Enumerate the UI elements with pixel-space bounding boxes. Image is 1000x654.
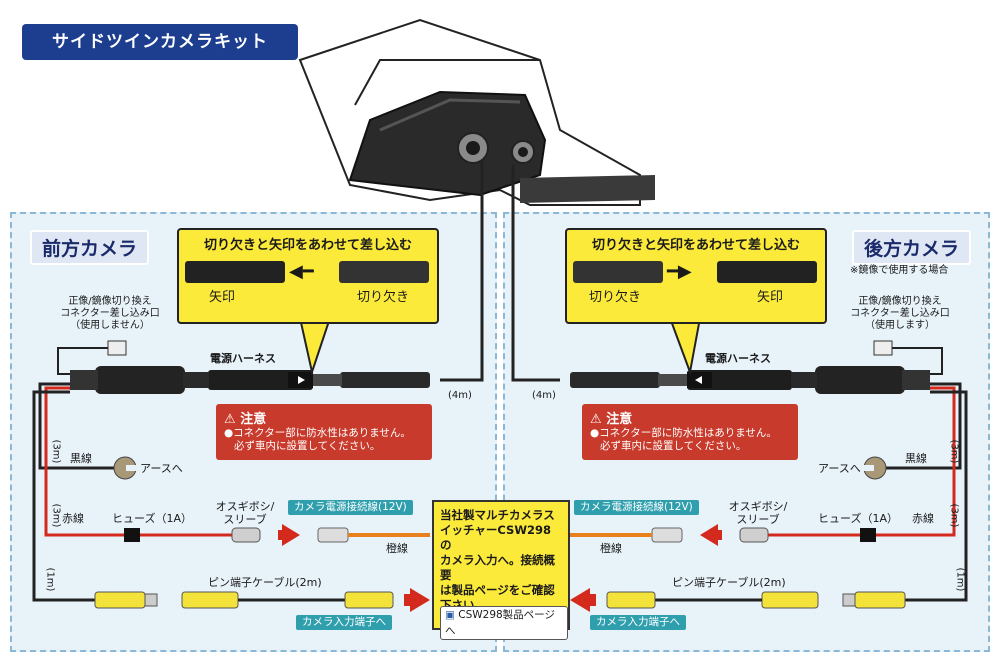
front-length-4m: (4m) [448, 390, 472, 401]
front-notch-label: 切り欠き [357, 290, 410, 305]
rear-len-3m-a: (3m) [948, 439, 960, 464]
csw298-info-text: 当社製マルチカメラス イッチャーCSW298の カメラ入力へ。接続概要 は製品ペ… [440, 508, 555, 612]
caution-title: 注意 [240, 412, 267, 427]
rear-power-label: カメラ電源接続線(12V) [574, 500, 699, 515]
warning-icon: ⚠ [224, 412, 236, 427]
rear-arrow-label: 矢印 [757, 290, 784, 305]
front-cable [440, 160, 484, 382]
front-power-label: カメラ電源接続線(12V) [288, 500, 413, 515]
front-splice-label: オスギボシ/ スリーブ [215, 500, 275, 526]
rear-instruction: 切り欠きと矢印をあわせて差し込む [591, 238, 800, 253]
front-len-3m-b: (3m) [50, 503, 62, 528]
rear-harness-label: 電源ハーネス [705, 352, 771, 365]
front-arrow-icon: ◀━ [289, 261, 314, 282]
rear-camera-heading: 後方カメラ [852, 230, 972, 265]
rear-notch-label: 切り欠き [589, 290, 642, 305]
front-caution-box: ⚠ 注意 ●コネクター部に防水性はありません。 必ず車内に設置してください。 [216, 404, 432, 460]
rear-connector-graphic [717, 261, 817, 283]
caution-line2: 必ず車内に設置してください。 [600, 440, 747, 452]
rear-fuse-label: ヒューズ（1A） [818, 512, 898, 525]
rear-cable [511, 165, 560, 382]
front-instruction: 切り欠きと矢印をあわせて差し込む [203, 238, 412, 253]
rear-black-wire-label: 黒線 [905, 452, 927, 465]
page-title: サイドツインカメラキット [22, 24, 298, 60]
rear-switch-note: 正像/鏡像切り換え コネクター差し込み口 （使用します） [850, 296, 950, 331]
front-earth-label: アースへ [140, 462, 183, 475]
rear-camera-subnote: ※鏡像で使用する場合 [850, 265, 949, 276]
rear-length-4m: (4m) [532, 390, 556, 401]
front-orange-wire-label: 橙線 [386, 542, 408, 555]
front-harness [32, 340, 430, 612]
front-pin-cable-label: ピン端子ケーブル(2m) [208, 576, 322, 589]
rear-splice-label: オスギボシ/ スリーブ [728, 500, 788, 526]
csw298-product-link[interactable]: ▣ CSW298製品ページへ [440, 606, 568, 640]
rear-len-3m-b: (3m) [948, 503, 960, 528]
rear-connector-box: 切り欠きと矢印をあわせて差し込む ━▶ 切り欠き 矢印 [565, 228, 827, 324]
csw298-link-label: CSW298製品ページへ [445, 609, 555, 637]
front-len-3m-a: (3m) [50, 439, 62, 464]
rear-input-label: カメラ入力端子へ [590, 615, 686, 630]
front-connector-graphic [185, 261, 285, 283]
front-fuse-label: ヒューズ（1A） [112, 512, 192, 525]
front-switch-note: 正像/鏡像切り換え コネクター差し込み口 （使用しません） [60, 296, 160, 331]
warning-icon: ⚠ [590, 412, 602, 427]
front-connector-box: 切り欠きと矢印をあわせて差し込む ◀━ 矢印 切り欠き [177, 228, 439, 324]
caution-line2: 必ず車内に設置してください。 [234, 440, 381, 452]
rear-arrow-icon: ━▶ [667, 261, 692, 282]
front-red-wire-label: 赤線 [62, 512, 84, 525]
front-input-label: カメラ入力端子へ [296, 615, 392, 630]
front-arrow-label: 矢印 [209, 290, 236, 305]
front-harness-label: 電源ハーネス [210, 352, 276, 365]
front-plug-graphic [339, 261, 429, 283]
rear-harness [570, 340, 968, 612]
rear-plug-graphic [573, 261, 663, 283]
rear-caution-box: ⚠ 注意 ●コネクター部に防水性はありません。 必ず車内に設置してください。 [582, 404, 798, 460]
rear-pin-cable-label: ピン端子ケーブル(2m) [672, 576, 786, 589]
car-body-illustration [298, 18, 655, 206]
caution-line1: ●コネクター部に防水性はありません。 [224, 427, 411, 439]
rear-red-wire-label: 赤線 [912, 512, 934, 525]
front-len-1m: (1m) [44, 567, 56, 592]
csw298-info-box: 当社製マルチカメラス イッチャーCSW298の カメラ入力へ。接続概要 は製品ペ… [432, 500, 570, 640]
rear-orange-wire-label: 橙線 [600, 542, 622, 555]
rear-earth-label: アースへ [818, 462, 861, 475]
front-black-wire-label: 黒線 [70, 452, 92, 465]
front-camera-heading: 前方カメラ [30, 230, 150, 265]
link-icon: ▣ [445, 609, 455, 621]
caution-line1: ●コネクター部に防水性はありません。 [590, 427, 777, 439]
rear-len-1m: (1m) [954, 567, 966, 592]
caution-title: 注意 [606, 412, 633, 427]
